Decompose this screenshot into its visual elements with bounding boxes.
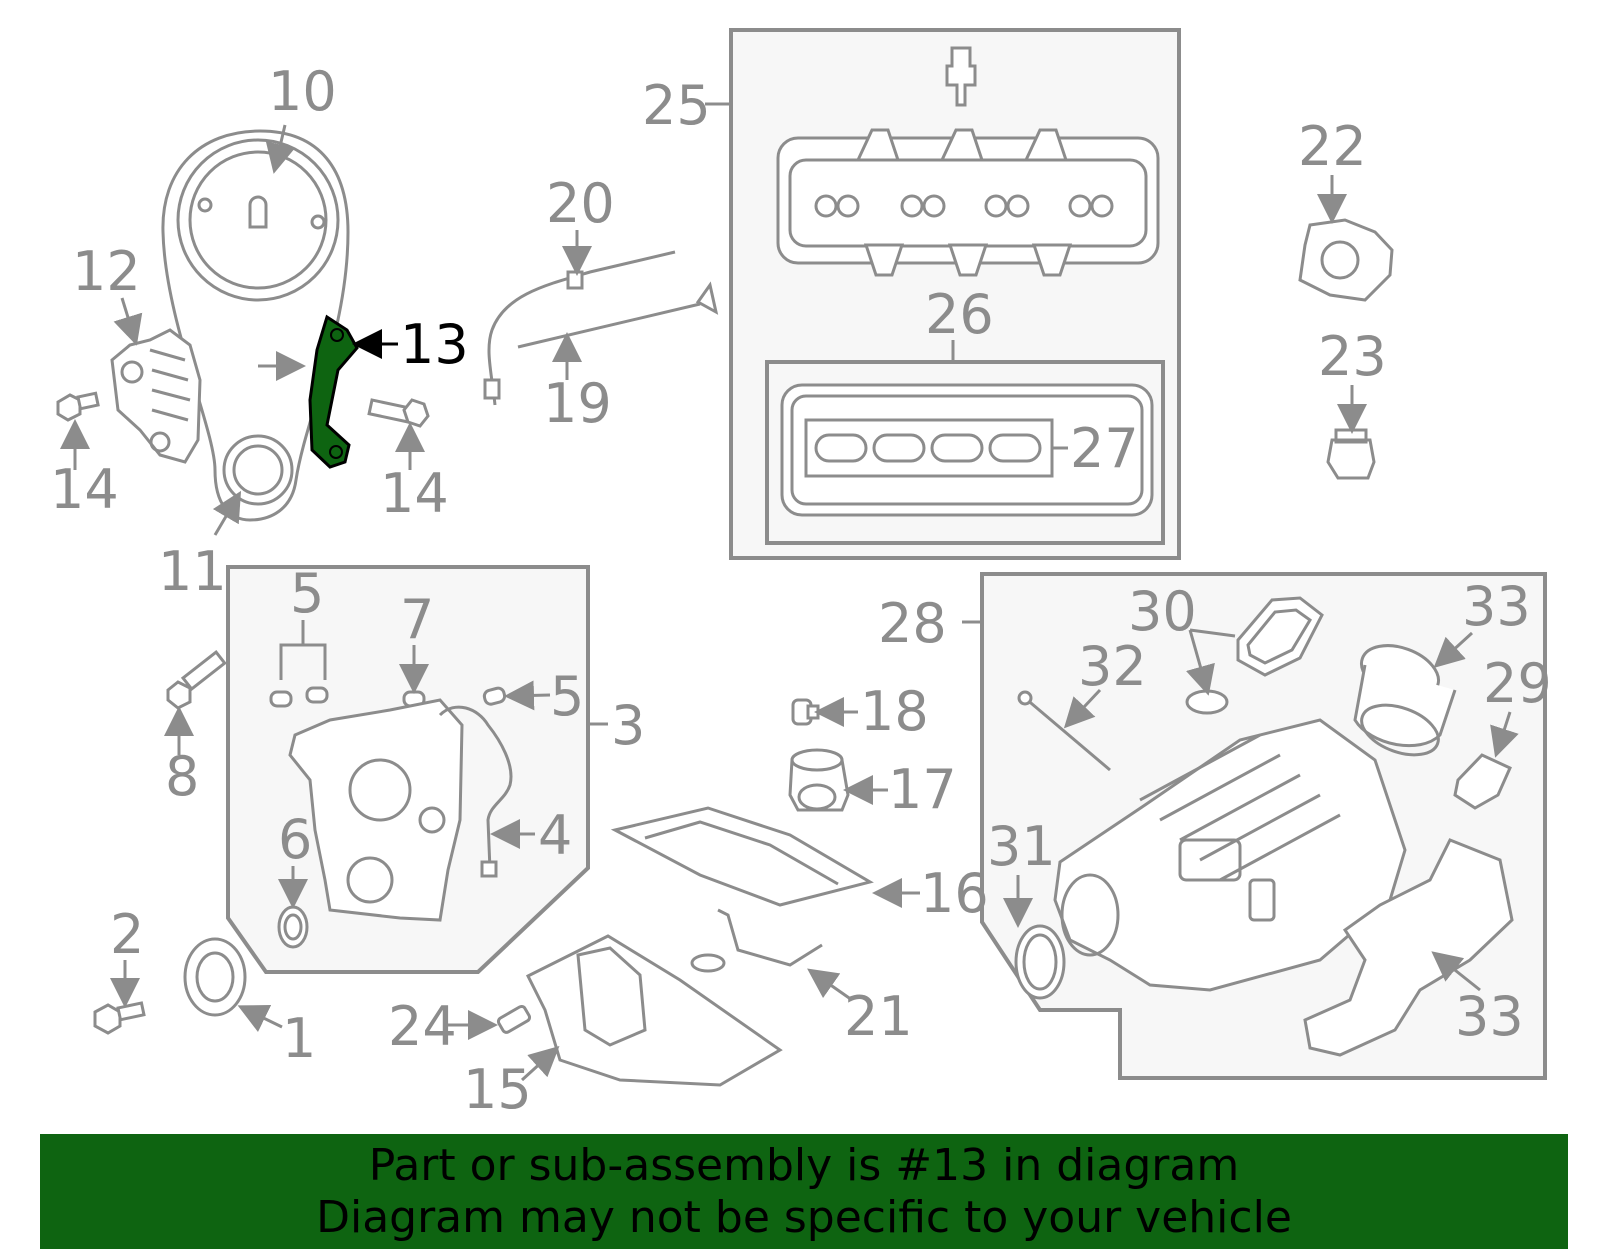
oil-pump-pickup-part-21 xyxy=(690,908,823,973)
cover-part-33-lower xyxy=(1303,838,1514,1057)
label-2: 2 xyxy=(110,903,144,966)
spark-plug-gasket-part-27 xyxy=(804,418,1054,478)
label-33-lower: 33 xyxy=(1455,985,1524,1048)
gasket-part-4 xyxy=(438,705,513,878)
valve-cover-part-25 xyxy=(776,46,1160,277)
label-8: 8 xyxy=(165,745,199,808)
bolt-part-14-left xyxy=(56,391,100,422)
arrow-15 xyxy=(520,1045,560,1082)
arrow-11 xyxy=(212,490,242,536)
label-28: 28 xyxy=(878,592,947,655)
label-25: 25 xyxy=(642,74,711,137)
oil-filler-cap-part-23 xyxy=(1326,428,1376,480)
label-14-right: 14 xyxy=(380,462,449,525)
info-banner: Part or sub-assembly is #13 in diagram D… xyxy=(40,1134,1568,1249)
label-16: 16 xyxy=(920,862,989,925)
bolt-part-14-right xyxy=(367,398,430,428)
label-6: 6 xyxy=(278,808,312,871)
label-26: 26 xyxy=(925,283,994,346)
drain-plug-part-24 xyxy=(496,1004,532,1034)
dipstick-part-19 xyxy=(517,281,719,349)
label-23: 23 xyxy=(1318,325,1387,388)
label-17: 17 xyxy=(888,758,957,821)
arrow-30 xyxy=(1190,628,1235,690)
seal-part-31 xyxy=(1014,924,1066,1000)
seal-part-30-upper xyxy=(1236,596,1324,677)
bolt-part-8 xyxy=(166,650,227,710)
seal-part-6 xyxy=(277,905,309,949)
label-31: 31 xyxy=(987,815,1056,878)
damper-part-1 xyxy=(183,937,247,1017)
windage-tray-part-16 xyxy=(610,806,874,907)
label-3: 3 xyxy=(611,694,645,757)
label-13: 13 xyxy=(400,313,469,376)
arrow-21 xyxy=(807,968,853,1002)
label-32: 32 xyxy=(1078,635,1147,698)
label-10: 10 xyxy=(268,60,337,123)
label-21: 21 xyxy=(844,985,913,1048)
banner-line-2: Diagram may not be specific to your vehi… xyxy=(316,1191,1292,1243)
cam-sprocket-part-10 xyxy=(161,129,350,522)
arrow-5-right xyxy=(504,680,551,711)
bolt-part-2 xyxy=(93,1001,146,1035)
oil-filter-adapter-part-18 xyxy=(791,698,820,726)
label-1: 1 xyxy=(282,1007,316,1070)
arrow-33-lower xyxy=(1431,951,1481,992)
oil-pan-part-15 xyxy=(525,934,783,1087)
arrow-32 xyxy=(1063,688,1102,729)
seal-part-29 xyxy=(1453,753,1512,810)
label-18: 18 xyxy=(860,680,929,743)
oil-filter-part-17 xyxy=(788,748,850,812)
label-22: 22 xyxy=(1298,115,1367,178)
arrow-1 xyxy=(237,1005,283,1032)
seal-part-30-lower xyxy=(1185,689,1229,715)
label-5-right: 5 xyxy=(550,665,584,728)
timing-cover-part-3 xyxy=(288,698,464,922)
arrow-12 xyxy=(113,297,143,346)
label-30: 30 xyxy=(1128,580,1197,643)
arrow-10 xyxy=(265,124,296,174)
label-29: 29 xyxy=(1483,652,1552,715)
label-14-left: 14 xyxy=(50,458,119,521)
arrow-33-upper xyxy=(1433,631,1474,669)
label-11: 11 xyxy=(158,540,227,603)
filter-part-33-upper xyxy=(1353,644,1457,757)
label-12: 12 xyxy=(72,240,141,303)
bolt-part-32 xyxy=(1017,690,1111,772)
label-7: 7 xyxy=(400,588,434,651)
banner-line-1: Part or sub-assembly is #13 in diagram xyxy=(368,1139,1240,1191)
label-5-top: 5 xyxy=(290,562,324,625)
tensioner-part-12 xyxy=(110,328,202,464)
label-15: 15 xyxy=(463,1058,532,1121)
arrow-29 xyxy=(1490,711,1519,758)
dowel-pins-part-5 xyxy=(269,686,507,708)
label-19: 19 xyxy=(543,372,612,435)
label-27: 27 xyxy=(1070,417,1139,480)
label-20: 20 xyxy=(546,172,615,235)
label-33-upper: 33 xyxy=(1462,575,1531,638)
label-24: 24 xyxy=(388,995,457,1058)
label-4: 4 xyxy=(538,804,572,867)
thermostat-housing-part-22 xyxy=(1298,218,1394,302)
